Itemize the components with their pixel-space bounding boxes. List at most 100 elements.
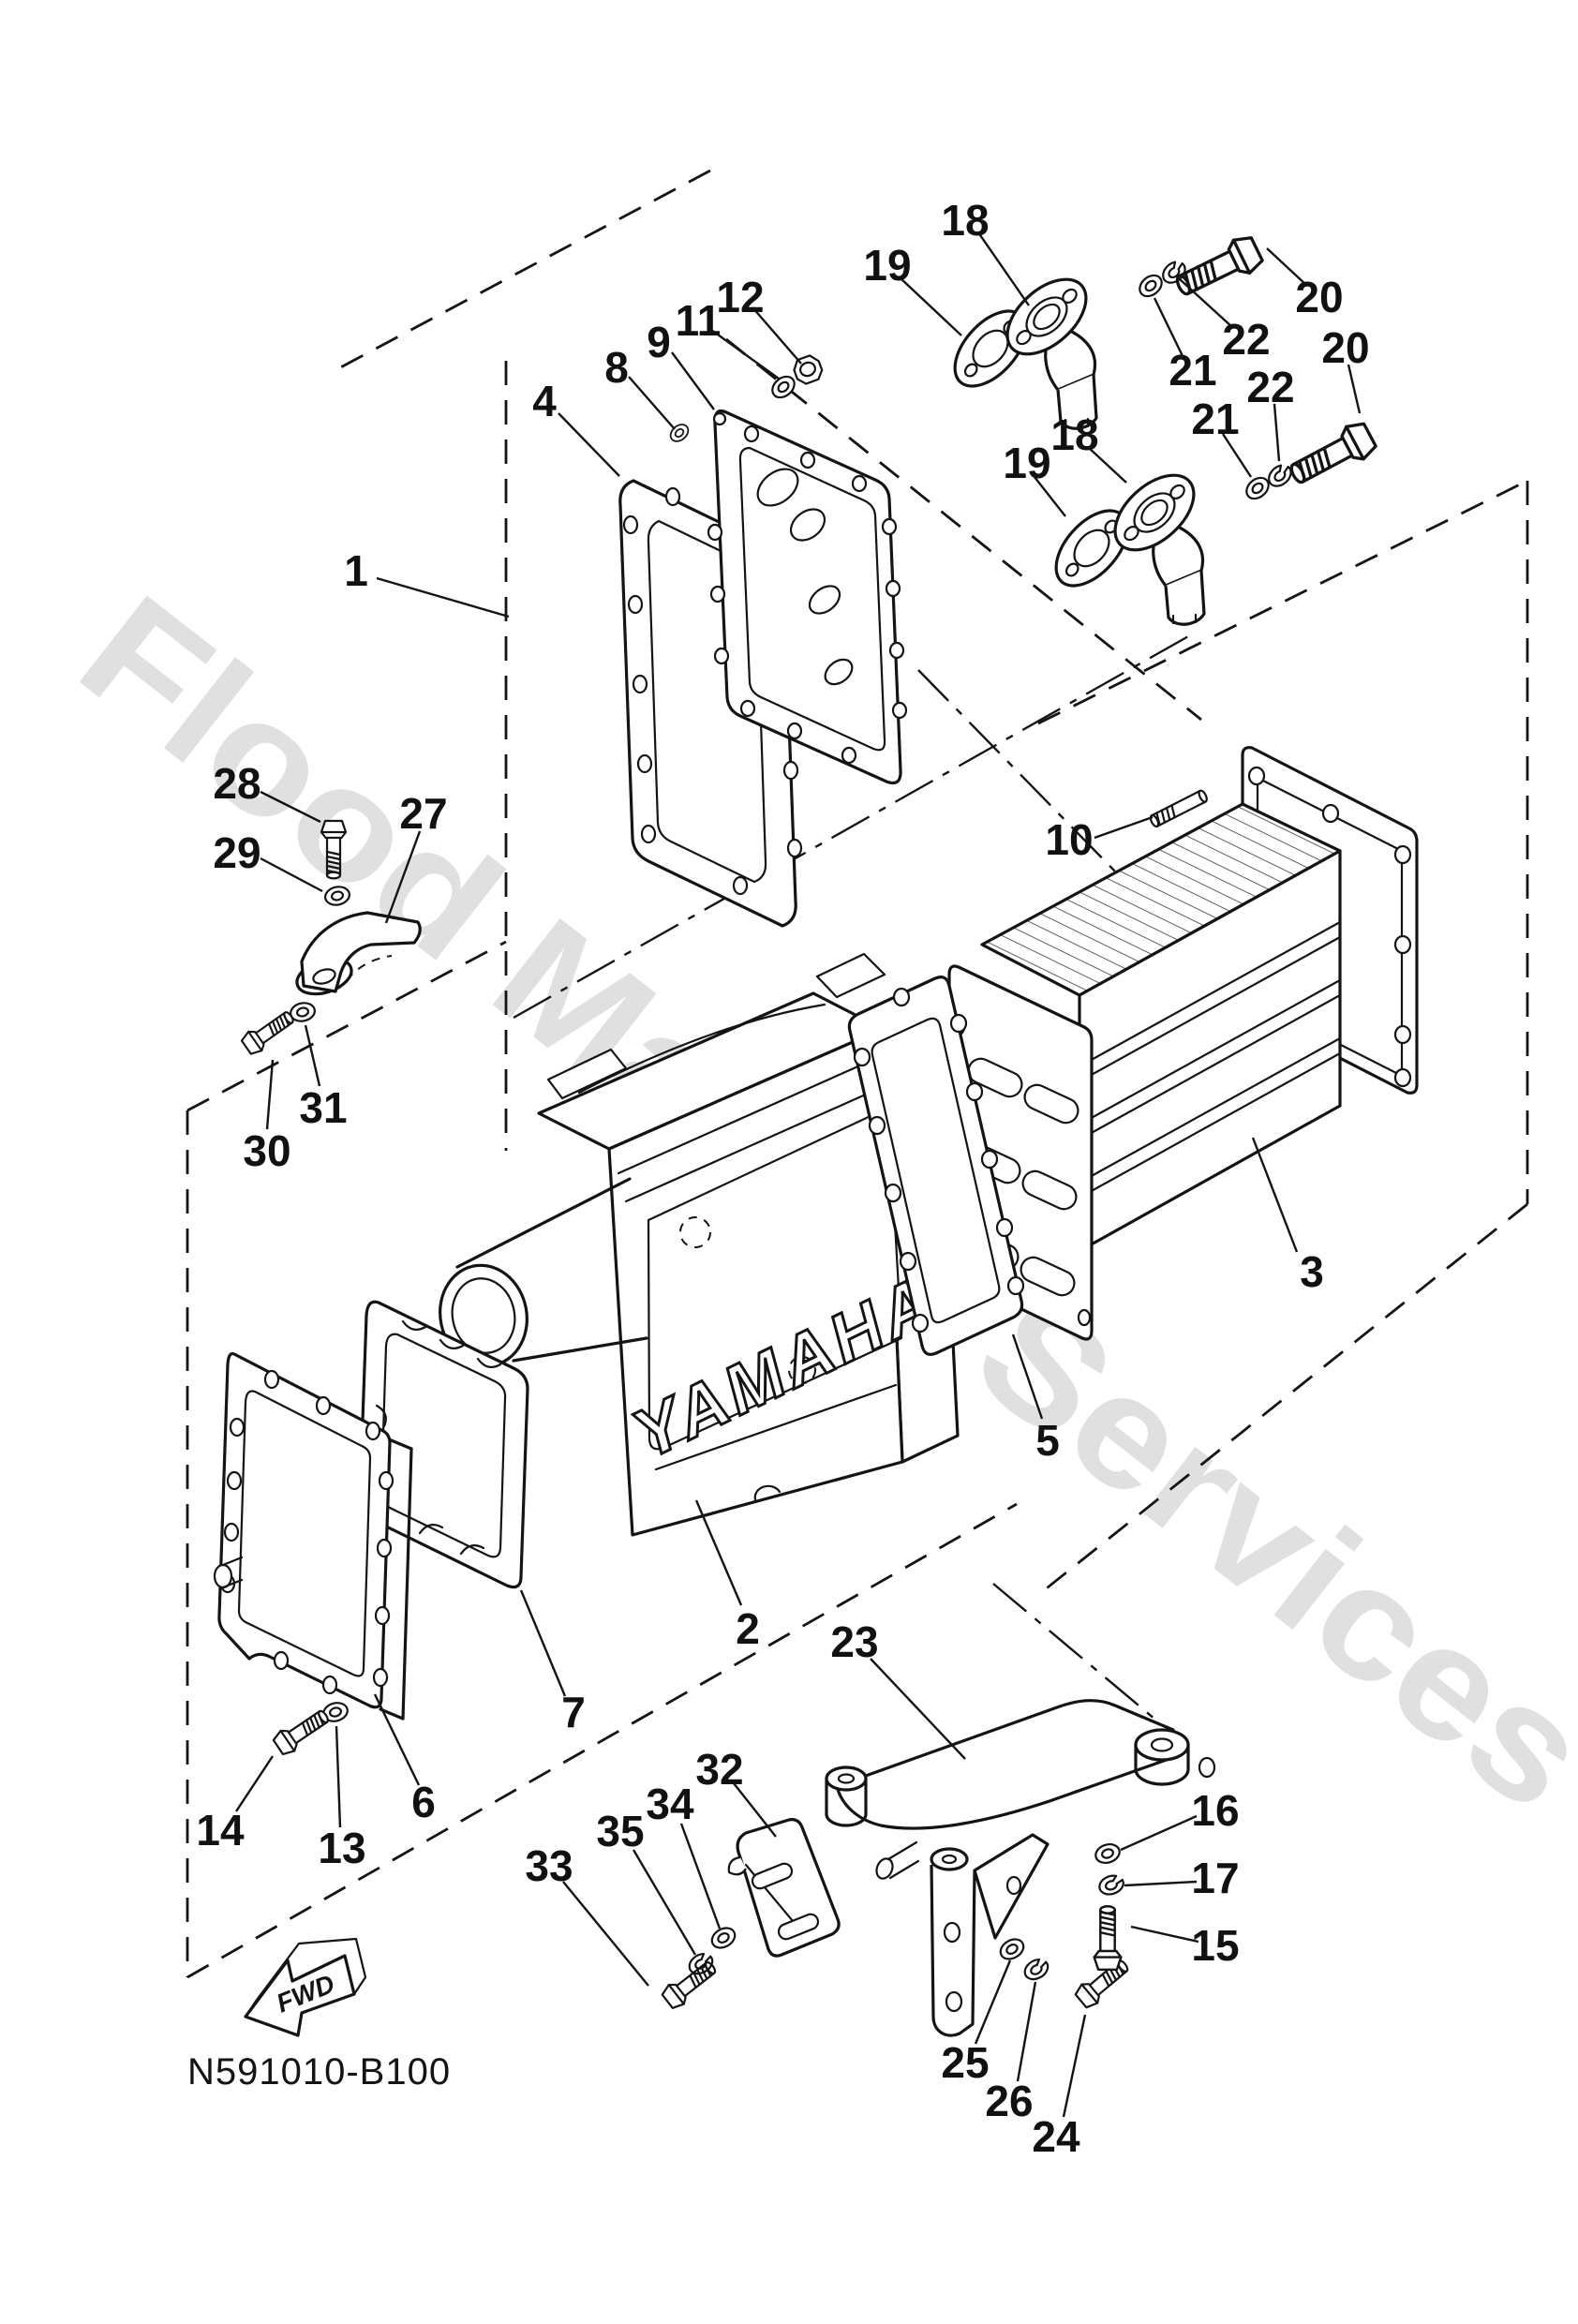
fwd-direction-arrow: FWD [244, 1937, 367, 2037]
intake-elbow-18a [991, 263, 1102, 430]
callout-6-leader [373, 1693, 421, 1786]
callout-14-leader [234, 1755, 275, 1812]
callout-26-label: 26 [985, 2077, 1033, 2125]
callout-4-label: 4 [532, 377, 557, 425]
callout-27-label: 27 [399, 789, 447, 838]
bolt-14 [270, 1704, 335, 1759]
callout-33-leader [562, 1881, 649, 1987]
callout-33-label: 33 [525, 1841, 573, 1890]
callout-22-leader [1273, 403, 1281, 462]
washer-34 [707, 1923, 740, 1953]
callout-17-leader [1124, 1880, 1198, 1887]
bracket-32 [727, 1818, 841, 1958]
callout-22-label: 22 [1246, 363, 1294, 411]
callout-22-leader [1179, 278, 1233, 328]
bolt-30 [238, 1005, 299, 1058]
callout-13-label: 13 [318, 1824, 365, 1872]
callout-16-leader [1120, 1814, 1198, 1852]
callout-2-label: 2 [736, 1604, 760, 1653]
callout-20-label: 20 [1295, 273, 1343, 321]
callout-10-label: 10 [1045, 815, 1093, 864]
callout-23-label: 23 [830, 1617, 878, 1666]
callout-4-leader [558, 412, 620, 477]
callout-18-leader [1087, 446, 1127, 484]
callout-25-leader [974, 1959, 1012, 2045]
callout-18-label: 18 [1050, 410, 1098, 459]
callout-24-label: 24 [1032, 2112, 1080, 2161]
callout-12-label: 12 [716, 273, 764, 321]
callout-21-leader [1221, 433, 1253, 478]
callout-20-leader [1347, 364, 1362, 414]
part-code-text: N591010-B100 [187, 2051, 451, 2093]
air-filter-element-3 [947, 746, 1419, 1341]
silencer-body-2: YAMAHA [439, 952, 960, 1537]
callout-11-leader [710, 329, 780, 380]
callout-12-leader [752, 306, 802, 365]
callout-11-label: 11 [676, 296, 722, 345]
callout-19-leader [1034, 476, 1066, 517]
callout-5-label: 5 [1035, 1416, 1060, 1465]
mounting-bracket-23 [825, 1698, 1216, 2037]
callout-30-leader [265, 1059, 275, 1130]
callout-15-leader [1130, 1925, 1199, 1944]
callout-20-label: 20 [1321, 323, 1369, 372]
callout-26-leader [1016, 1981, 1037, 2082]
callout-28-leader [260, 790, 321, 824]
callout-35-leader [632, 1849, 697, 1956]
callout-31-label: 31 [299, 1083, 347, 1132]
intake-elbow-18b [1099, 459, 1210, 626]
callout-3-label: 3 [1300, 1247, 1324, 1296]
callout-32-label: 32 [695, 1745, 743, 1794]
callout-7-label: 7 [561, 1688, 586, 1736]
callout-19-label: 19 [863, 241, 911, 290]
callout-10-leader [1094, 815, 1154, 840]
callout-31-leader [304, 1024, 321, 1087]
callout-24-leader [1062, 2014, 1087, 2118]
callout-14-label: 14 [196, 1806, 245, 1855]
callout-1-leader [376, 576, 510, 618]
callout-9-label: 9 [647, 318, 671, 366]
bolt-20b [1283, 417, 1380, 494]
callout-9-leader [671, 351, 715, 410]
washer-21a [1134, 270, 1168, 302]
callout-18-leader [977, 231, 1030, 306]
callout-34-leader [679, 1823, 722, 1929]
lock-washer-26 [1020, 1954, 1053, 1985]
callout-16-label: 16 [1191, 1786, 1239, 1835]
lock-washer-17 [1095, 1871, 1127, 1899]
callout-19-leader [899, 276, 962, 336]
washer-16 [1092, 1840, 1124, 1868]
callout-20-leader [1266, 247, 1308, 287]
cover-plate-6 [213, 1351, 413, 1721]
callout-15-label: 15 [1191, 1921, 1239, 1970]
callout-6-label: 6 [411, 1778, 436, 1826]
callout-30-label: 30 [243, 1126, 290, 1175]
gasket-5 [847, 976, 1025, 1356]
washer-25 [995, 1934, 1029, 1964]
manifold-plate-upper [707, 409, 908, 785]
callout-21-leader [1153, 297, 1184, 357]
callout-8-leader [628, 376, 676, 430]
callout-27-leader [384, 830, 422, 924]
callout-21-label: 21 [1191, 395, 1239, 443]
callout-8-label: 8 [604, 343, 629, 392]
callout-32-leader [733, 1782, 777, 1838]
callout-34-label: 34 [646, 1780, 694, 1828]
callout-2-leader [694, 1499, 743, 1606]
bracket-27 [295, 911, 422, 996]
callout-35-label: 35 [596, 1807, 644, 1855]
callout-1-label: 1 [344, 546, 368, 595]
callout-layer: 1234567891011121314151617181920212218192… [196, 196, 1369, 2161]
callout-28-label: 28 [213, 759, 261, 808]
callout-19-label: 19 [1003, 439, 1050, 487]
callout-21-label: 21 [1169, 346, 1216, 395]
callout-25-label: 25 [941, 2038, 989, 2087]
callout-22-label: 22 [1222, 315, 1270, 364]
callout-3-leader [1251, 1137, 1299, 1253]
callout-5-leader [1011, 1333, 1044, 1420]
callout-17-label: 17 [1191, 1854, 1239, 1902]
bolt-15 [1093, 1905, 1123, 1972]
assembly-boundary-dashed-lines [186, 169, 1529, 1979]
